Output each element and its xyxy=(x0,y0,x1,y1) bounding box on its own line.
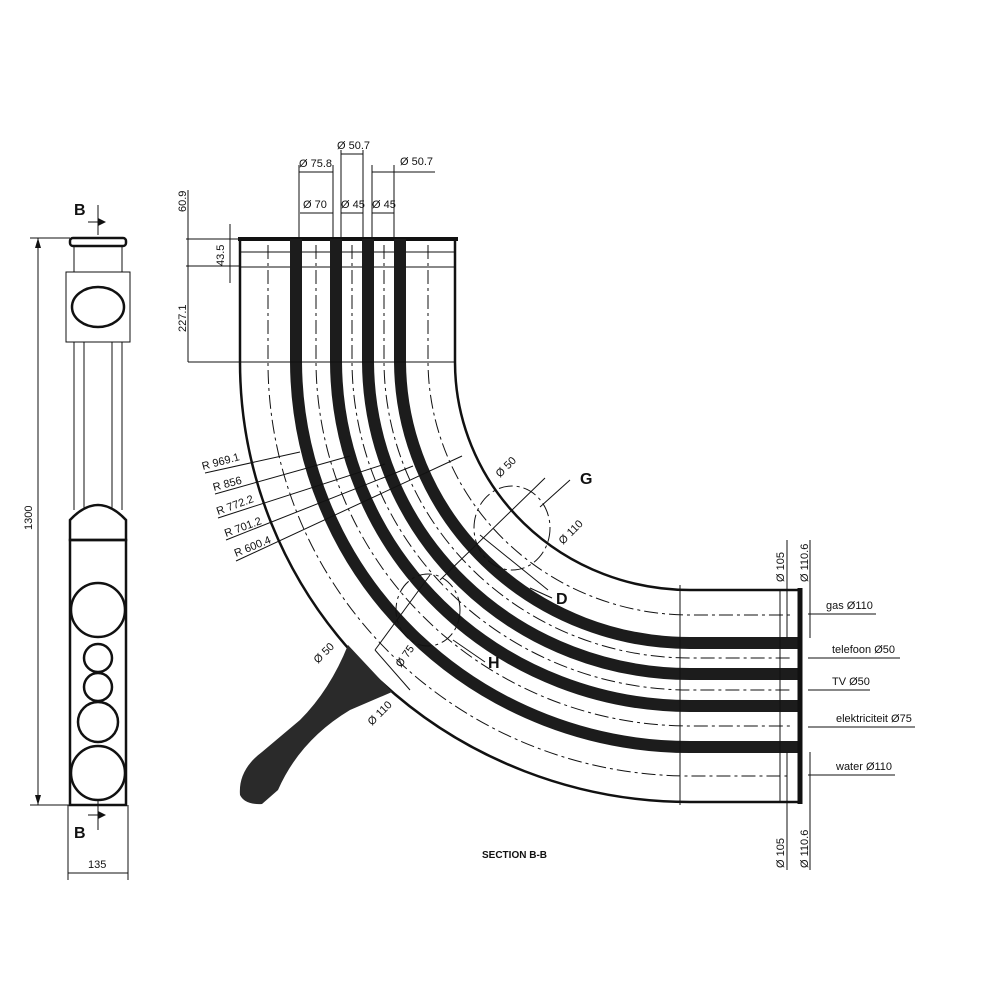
pipe-label-water: water Ø110 xyxy=(835,761,892,773)
dim-227-1: 227.1 xyxy=(177,304,189,332)
top-dimensions: Ø 75.8 Ø 50.7 Ø 50.7 Ø 70 Ø 45 Ø 45 60.9… xyxy=(177,140,435,362)
side-view: B B 1300 135 xyxy=(23,202,131,880)
pipe-label-tv: TV Ø50 xyxy=(832,676,870,688)
detail-d-label: D xyxy=(556,591,568,608)
dim-bottom-105: Ø 105 xyxy=(775,838,787,868)
dim-60-9: 60.9 xyxy=(177,191,189,212)
dim-d110-lower: Ø 110 xyxy=(366,699,395,728)
dim-top-105: Ø 105 xyxy=(775,552,787,582)
section-mark-bottom: B xyxy=(74,825,86,842)
detail-h-label: H xyxy=(488,655,500,672)
dim-d50-lower: Ø 50 xyxy=(312,641,337,666)
dim-d70: Ø 70 xyxy=(303,199,327,211)
pipe-label-gas: gas Ø110 xyxy=(826,600,873,612)
section-title: SECTION B-B xyxy=(482,850,547,861)
pipe-label-elektriciteit: elektriciteit Ø75 xyxy=(836,713,912,725)
right-dimensions: Ø 105 Ø 110.6 Ø 105 Ø 110.6 gas Ø110 tel… xyxy=(775,540,915,870)
detail-g-label: G xyxy=(580,471,592,488)
dim-d50-upper: Ø 50 xyxy=(494,455,519,480)
radius-label: R 772.2 xyxy=(215,493,255,517)
dim-d50-7-a: Ø 50.7 xyxy=(337,140,370,152)
radius-label: R 701.2 xyxy=(223,515,263,539)
dim-d110-upper: Ø 110 xyxy=(557,518,586,547)
radius-label: R 600.4 xyxy=(233,534,273,560)
section-mark-top: B xyxy=(74,202,86,219)
bend-section xyxy=(188,237,803,805)
dim-bottom-110-6: Ø 110.6 xyxy=(799,830,811,868)
dim-top-110-6: Ø 110.6 xyxy=(799,544,811,582)
dim-d75-8: Ø 75.8 xyxy=(299,158,332,170)
dim-d50-7-b: Ø 50.7 xyxy=(400,156,433,168)
dim-43-5: 43.5 xyxy=(215,245,227,266)
height-dimension: 1300 xyxy=(23,506,35,530)
dim-d45-b: Ø 45 xyxy=(372,199,396,211)
pipe-label-telefoon: telefoon Ø50 xyxy=(832,644,895,656)
width-dimension: 135 xyxy=(88,859,106,871)
dim-d75: Ø 75 xyxy=(394,643,418,669)
dim-d45-a: Ø 45 xyxy=(341,199,365,211)
